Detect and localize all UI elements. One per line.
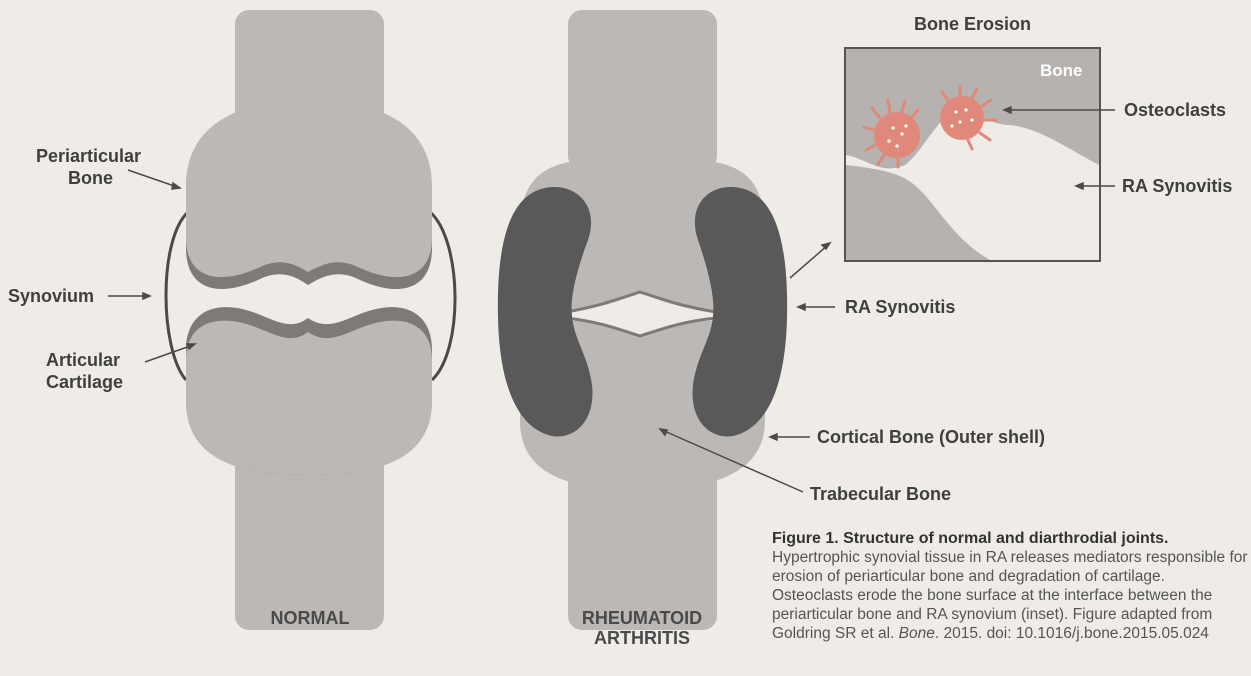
osteoclasts-label: Osteoclasts — [1124, 100, 1226, 120]
cortical-bone-label: Cortical Bone (Outer shell) — [817, 427, 1045, 447]
articular-label-line2: Cartilage — [46, 372, 123, 392]
ra-joint — [498, 10, 787, 630]
normal-lower-bone-head — [186, 321, 432, 475]
figure-caption: Figure 1. Structure of normal and diarth… — [772, 529, 1250, 643]
synovium-label: Synovium — [8, 286, 94, 306]
normal-title: NORMAL — [271, 608, 350, 628]
ra-title-line2: ARTHRITIS — [594, 628, 690, 648]
trabecular-bone-label: Trabecular Bone — [810, 484, 951, 504]
periarticular-label-line2: Bone — [68, 168, 113, 188]
caption-heading: Figure 1. Structure of normal and diarth… — [772, 530, 1168, 547]
inset-bone-label: Bone — [1040, 61, 1083, 80]
normal-upper-bone-head — [186, 100, 432, 277]
normal-joint — [166, 10, 455, 630]
ra-title-line1: RHEUMATOID — [582, 608, 702, 628]
inset-ra-synovitis-label: RA Synovitis — [1122, 176, 1232, 196]
caption-doi: . 2015. doi: 10.1016/j.bone.2015.05.024 — [935, 625, 1209, 642]
ra-synovitis-label: RA Synovitis — [845, 297, 955, 317]
bone-erosion-inset: Bone Bone Erosion — [845, 14, 1100, 261]
ra-synovitis-left — [498, 187, 593, 436]
periarticular-label-line1: Periarticular — [36, 146, 141, 166]
inset-title: Bone Erosion — [914, 14, 1031, 34]
ra-upper-shaft — [568, 10, 717, 170]
articular-label-line1: Articular — [46, 350, 120, 370]
caption-journal: Bone — [899, 625, 935, 642]
